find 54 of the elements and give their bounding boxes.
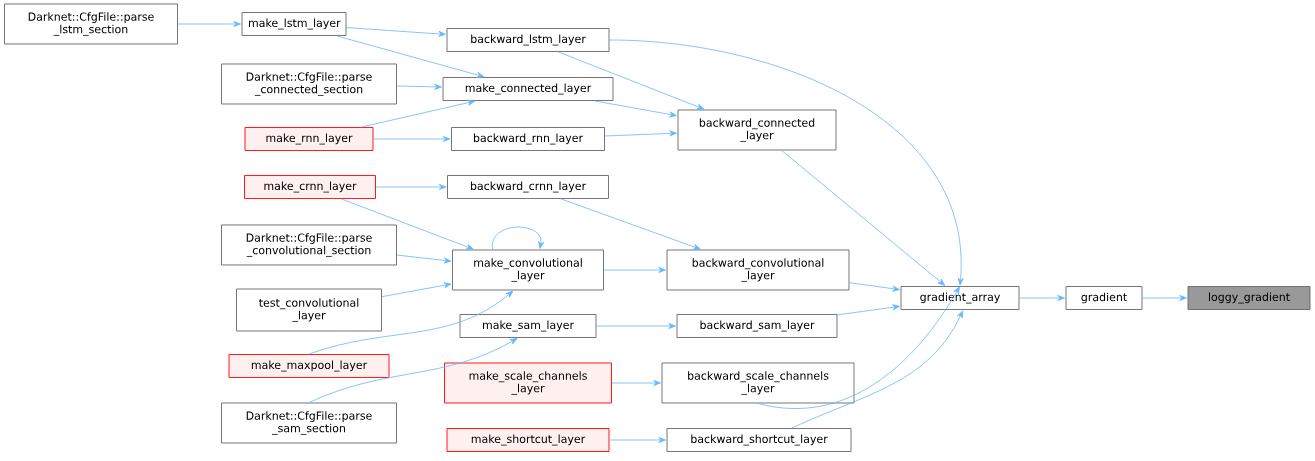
arrow — [360, 99, 475, 128]
arrow — [373, 136, 451, 142]
arrow — [609, 39, 964, 286]
function-box: Darknet::CfgFile::parse _sam_section — [221, 402, 397, 444]
arrow — [837, 304, 900, 316]
arrow — [341, 198, 474, 250]
function-box: backward_scale_channels _layer — [661, 362, 855, 404]
arrow — [558, 51, 705, 110]
function-box: make_rnn_layer — [244, 127, 374, 151]
arrow — [308, 290, 514, 355]
function-box: make_convolutional _layer — [452, 249, 604, 291]
function-box: gradient_array — [900, 286, 1020, 310]
function-box: Darknet::CfgFile::parse _convolutional_section — [221, 224, 397, 266]
arrow — [1142, 295, 1187, 301]
arrow — [757, 286, 960, 409]
arrow — [781, 150, 946, 286]
function-box: backward_crnn_layer — [447, 175, 609, 199]
arrow — [492, 226, 545, 250]
function-box: make_shortcut_layer — [446, 428, 610, 452]
arrow — [375, 184, 447, 190]
function-box: make_connected_layer — [442, 77, 614, 101]
arrow — [611, 380, 661, 386]
arrow — [603, 267, 666, 273]
function-box: loggy_gradient — [1187, 286, 1311, 310]
arrow — [308, 338, 518, 403]
function-box: gradient — [1065, 286, 1143, 310]
function-box: backward_connected _layer — [677, 109, 837, 151]
arrow — [177, 21, 241, 27]
function-box: backward_sam_layer — [676, 314, 838, 338]
function-box: make_lstm_layer — [241, 12, 347, 36]
function-box: backward_rnn_layer — [451, 127, 605, 151]
arrow — [1019, 295, 1065, 301]
arrow — [609, 437, 666, 443]
arrow — [849, 282, 900, 292]
arrow — [560, 198, 701, 250]
arrow — [381, 282, 452, 298]
function-box: Darknet::CfgFile::parse _connected_section — [221, 63, 397, 105]
function-box: test_convolutional _layer — [236, 288, 382, 332]
function-box: make_crnn_layer — [244, 175, 376, 199]
function-box: make_scale_channels _layer — [444, 362, 612, 404]
arrow — [596, 323, 676, 329]
function-box: backward_shortcut_layer — [666, 428, 852, 452]
function-box: backward_lstm_layer — [446, 28, 610, 52]
function-box: make_sam_layer — [459, 314, 597, 338]
arrow — [604, 130, 677, 137]
function-box: make_maxpool_layer — [228, 354, 390, 378]
arrow — [346, 27, 446, 37]
function-box: Darknet::CfgFile::parse _lstm_section — [4, 3, 178, 45]
arrow — [336, 35, 485, 78]
function-box: backward_convolutional _layer — [666, 249, 850, 291]
arrow — [396, 83, 442, 90]
arrow — [594, 100, 677, 118]
arrow — [396, 254, 452, 264]
arrow — [791, 310, 964, 429]
